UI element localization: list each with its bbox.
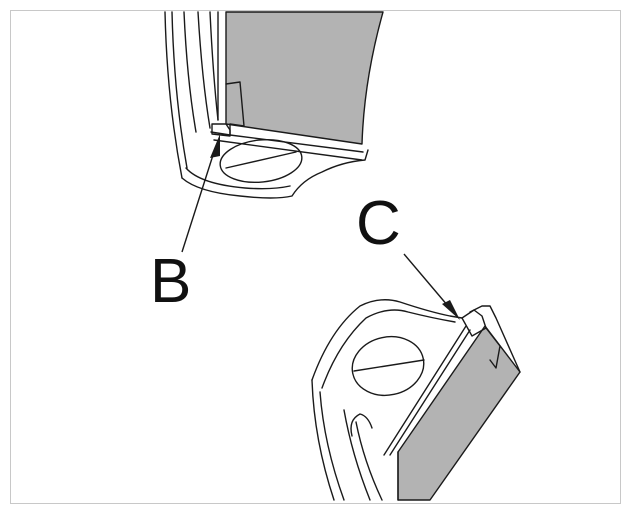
lower-part — [311, 299, 521, 501]
upper-edge-5 — [209, 11, 219, 121]
lower-edge-2 — [319, 391, 345, 501]
upper-edge-1 — [164, 11, 183, 179]
callout-label-c: C — [356, 189, 401, 258]
arrow-b-head — [210, 134, 220, 158]
callout-label-b: B — [150, 247, 191, 316]
lower-body-top-2 — [321, 309, 456, 389]
arrow-b-line — [181, 151, 215, 253]
upper-part — [164, 11, 384, 199]
lower-side-step — [350, 413, 373, 437]
lower-body-top — [311, 299, 463, 381]
upper-body-lower-edge — [185, 167, 291, 190]
upper-ledge-2 — [213, 139, 363, 161]
lower-key-riser — [485, 327, 501, 369]
lower-edge-4 — [355, 421, 383, 501]
lower-oval-hole — [351, 335, 425, 397]
lower-insert-edge-3 — [383, 325, 467, 456]
upper-key-riser — [225, 81, 245, 127]
arrow-c-line — [403, 253, 449, 307]
upper-oval-hole — [219, 138, 303, 184]
callout-arrows — [181, 134, 460, 320]
upper-slot-line — [225, 151, 297, 169]
upper-body-outline — [181, 149, 369, 199]
lower-slot-line — [353, 359, 425, 372]
figure-frame — [10, 10, 621, 504]
upper-edge-4 — [197, 11, 211, 129]
lower-insert-edge-2 — [389, 329, 471, 456]
lower-top-lip — [469, 305, 521, 373]
upper-key-tab — [211, 123, 231, 137]
arrow-c-head — [442, 300, 460, 320]
upper-edge-3 — [183, 11, 197, 133]
lower-edge-3 — [343, 409, 371, 501]
lower-edge-1 — [311, 379, 335, 501]
upper-edge-2 — [171, 11, 188, 169]
upper-gray-insert — [225, 11, 384, 145]
